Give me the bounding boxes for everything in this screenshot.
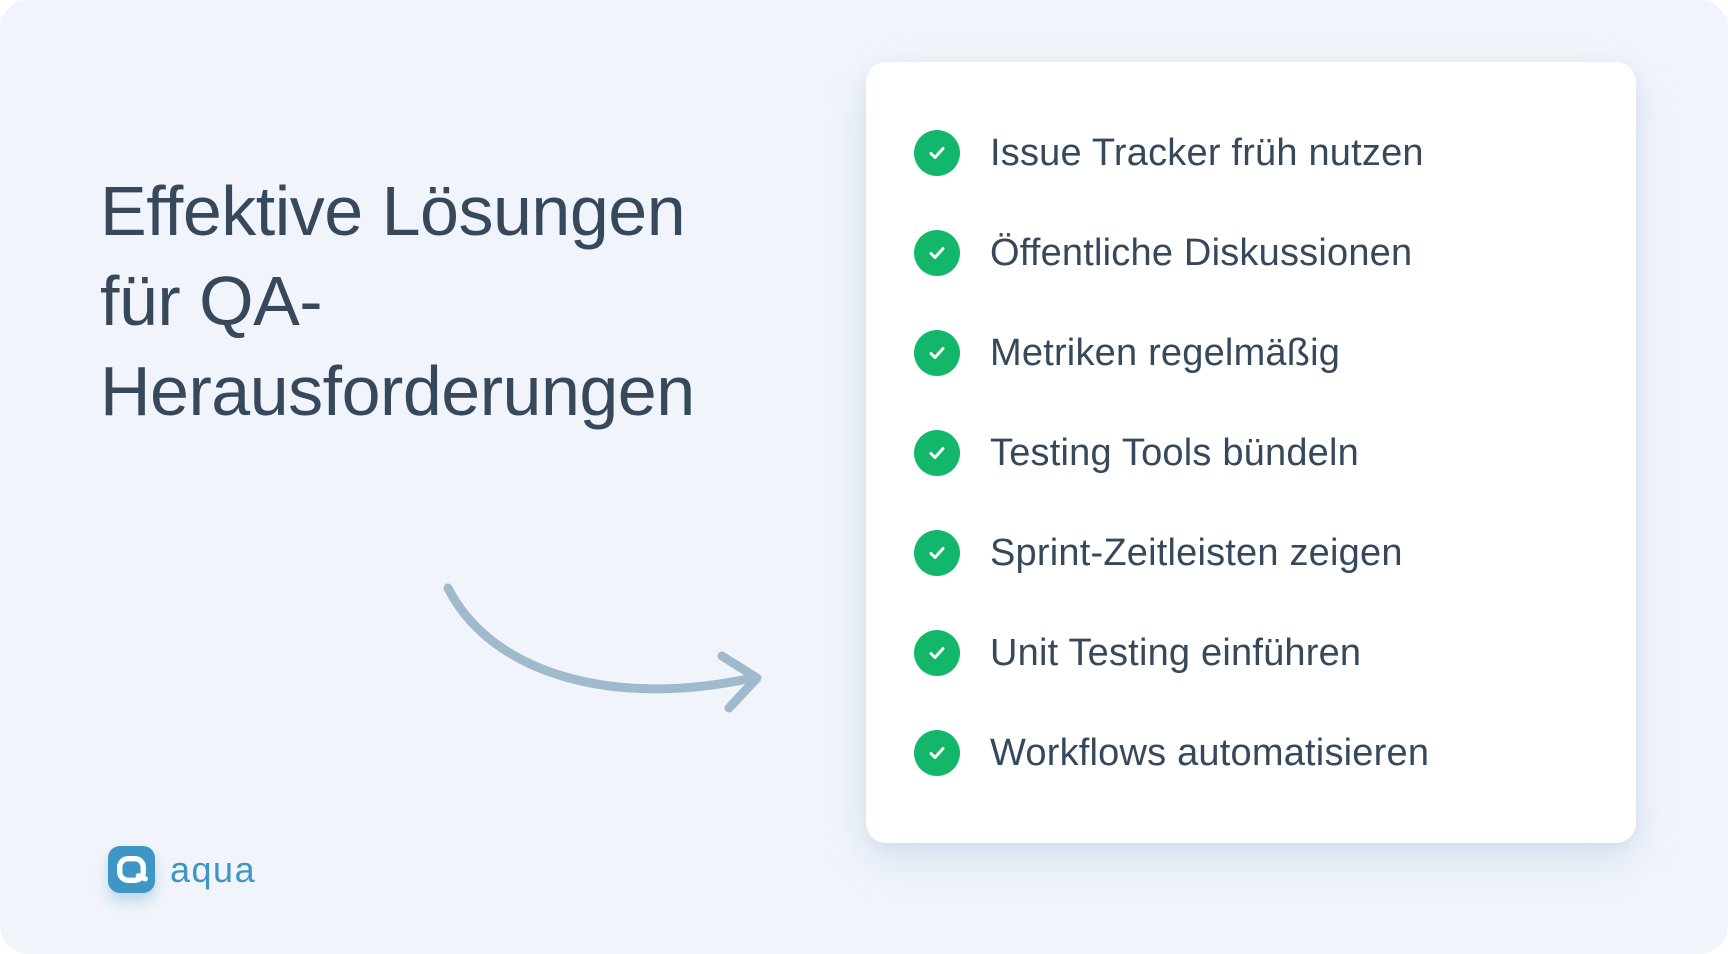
- list-item-label: Sprint-Zeitleisten zeigen: [990, 531, 1403, 574]
- checkmark-circle-icon: [914, 230, 960, 276]
- checkmark-circle-icon: [914, 130, 960, 176]
- page-title-line-1: Effektive Lösungen: [100, 172, 686, 250]
- page-title: Effektive Lösungen für QA- Herausforderu…: [100, 166, 800, 436]
- list-item-label: Workflows automatisieren: [990, 731, 1430, 774]
- checkmark-circle-icon: [914, 430, 960, 476]
- aqua-logo-wordmark: aqua: [170, 848, 257, 890]
- checkmark-circle-icon: [914, 730, 960, 776]
- list-item-label: Issue Tracker früh nutzen: [990, 131, 1424, 174]
- list-item: Testing Tools bündeln: [914, 403, 1606, 503]
- list-item-label: Testing Tools bündeln: [990, 431, 1359, 474]
- list-item: Unit Testing einführen: [914, 603, 1606, 703]
- checklist-card: Issue Tracker früh nutzen Öffentliche Di…: [866, 62, 1636, 843]
- list-item-label: Metriken regelmäßig: [990, 331, 1341, 374]
- checkmark-circle-icon: [914, 330, 960, 376]
- list-item: Sprint-Zeitleisten zeigen: [914, 503, 1606, 603]
- list-item: Metriken regelmäßig: [914, 303, 1606, 403]
- checkmark-circle-icon: [914, 630, 960, 676]
- curved-arrow-icon: [430, 550, 775, 720]
- page-title-line-3: Herausforderungen: [100, 352, 695, 430]
- list-item-label: Öffentliche Diskussionen: [990, 231, 1413, 274]
- checkmark-circle-icon: [914, 530, 960, 576]
- aqua-logo-icon: [108, 846, 155, 893]
- list-item-label: Unit Testing einführen: [990, 631, 1362, 674]
- list-item: Workflows automatisieren: [914, 703, 1606, 803]
- list-item: Issue Tracker früh nutzen: [914, 103, 1606, 203]
- list-item: Öffentliche Diskussionen: [914, 203, 1606, 303]
- aqua-logo: aqua: [108, 846, 256, 893]
- page-title-line-2: für QA-: [100, 262, 323, 340]
